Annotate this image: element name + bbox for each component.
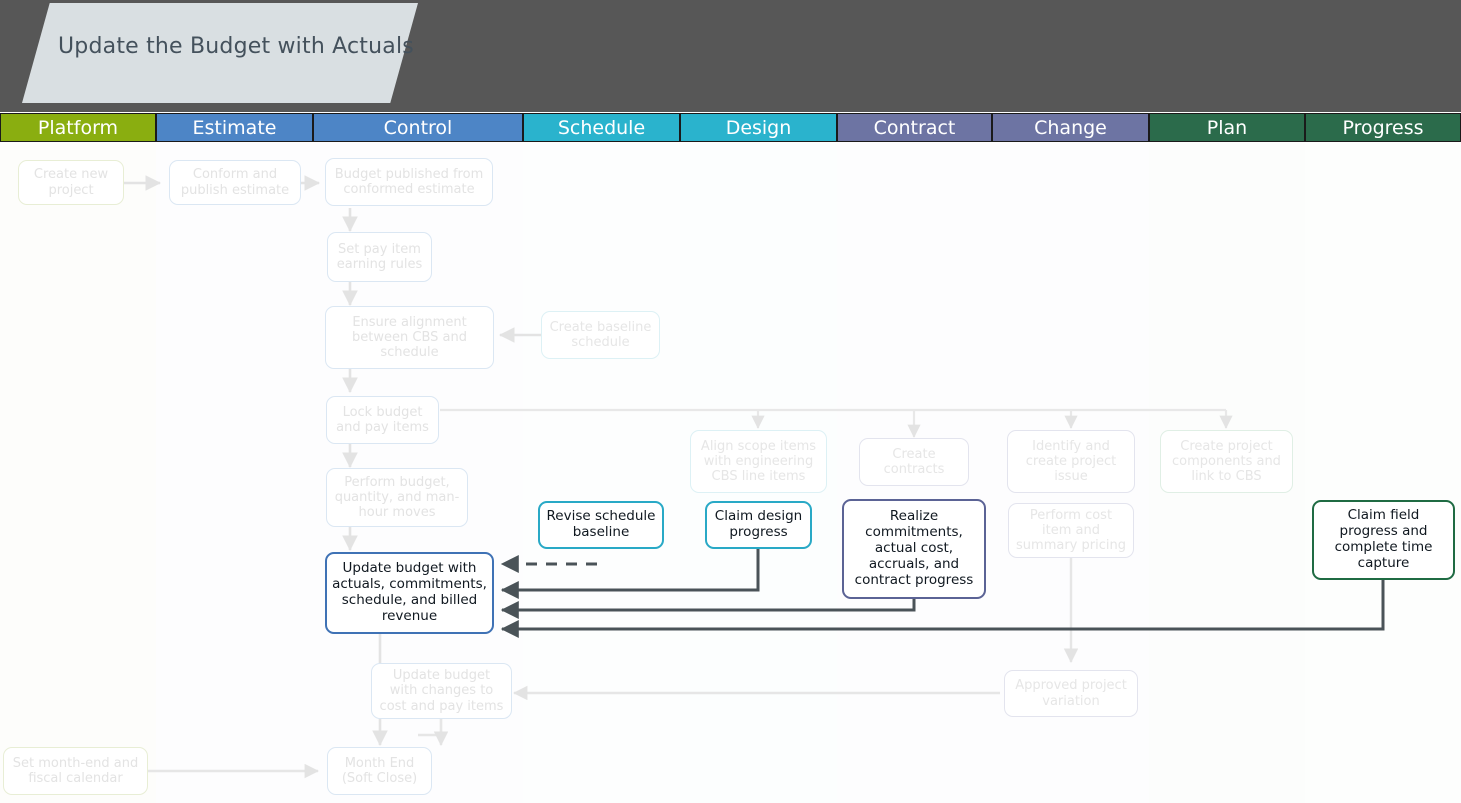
node-set-pay-item-rules[interactable]: Set pay item earning rules (327, 232, 432, 282)
node-budget-published[interactable]: Budget published from conformed estimate (325, 158, 493, 206)
node-claim-design-progress[interactable]: Claim design progress (705, 501, 812, 549)
lane-header-plan[interactable]: Plan (1149, 113, 1305, 142)
node-update-budget-actuals[interactable]: Update budget with actuals, commitments,… (325, 552, 494, 634)
lane-header-label: Contract (873, 116, 956, 139)
node-realize-commitments[interactable]: Realize commitments, actual cost, accrua… (842, 499, 986, 599)
node-create-project-components[interactable]: Create project components and link to CB… (1160, 430, 1293, 493)
lane-header-label: Design (725, 116, 792, 139)
node-perform-cost-item[interactable]: Perform cost item and summary pricing (1008, 503, 1134, 558)
lane-header-schedule[interactable]: Schedule (523, 113, 680, 142)
lane-col-platform (0, 142, 156, 803)
node-conform-publish-estimate[interactable]: Conform and publish estimate (169, 160, 301, 205)
lane-col-estimate (156, 142, 313, 803)
page-title: Update the Budget with Actuals (58, 34, 414, 59)
node-align-scope-items[interactable]: Align scope items with engineering CBS l… (690, 430, 827, 493)
node-create-baseline-schedule[interactable]: Create baseline schedule (541, 311, 660, 359)
node-create-new-project[interactable]: Create new project (18, 160, 124, 205)
node-identify-project-issue[interactable]: Identify and create project issue (1007, 430, 1135, 493)
node-lock-budget[interactable]: Lock budget and pay items (326, 396, 439, 444)
node-update-budget-changes[interactable]: Update budget with changes to cost and p… (371, 663, 512, 719)
lane-header-contract[interactable]: Contract (837, 113, 992, 142)
lane-header-control[interactable]: Control (313, 113, 523, 142)
node-month-end[interactable]: Month End (Soft Close) (327, 747, 432, 795)
lane-header-estimate[interactable]: Estimate (156, 113, 313, 142)
lane-col-progress (1305, 142, 1461, 803)
node-claim-field-progress[interactable]: Claim field progress and complete time c… (1312, 500, 1455, 580)
lane-header-progress[interactable]: Progress (1305, 113, 1461, 142)
lane-header-label: Control (383, 116, 453, 139)
node-approved-project-variation[interactable]: Approved project variation (1004, 670, 1138, 717)
node-set-month-end[interactable]: Set month-end and fiscal calendar (3, 747, 148, 795)
lane-header-label: Progress (1342, 116, 1424, 139)
header-banner-shape (22, 3, 418, 103)
node-revise-schedule-baseline[interactable]: Revise schedule baseline (538, 501, 664, 549)
lane-header-label: Platform (37, 116, 119, 139)
lane-header-design[interactable]: Design (680, 113, 837, 142)
lane-header-label: Change (1034, 116, 1107, 139)
lane-header-change[interactable]: Change (992, 113, 1149, 142)
node-perform-moves[interactable]: Perform budget, quantity, and man-hour m… (326, 468, 468, 527)
lane-header-label: Estimate (192, 116, 277, 139)
lane-header-label: Plan (1206, 116, 1248, 139)
lane-col-schedule (523, 142, 680, 803)
node-ensure-alignment[interactable]: Ensure alignment between CBS and schedul… (325, 306, 494, 369)
lane-header-label: Schedule (557, 116, 646, 139)
node-create-contracts[interactable]: Create contracts (859, 438, 969, 486)
lane-header-platform[interactable]: Platform (0, 113, 156, 142)
